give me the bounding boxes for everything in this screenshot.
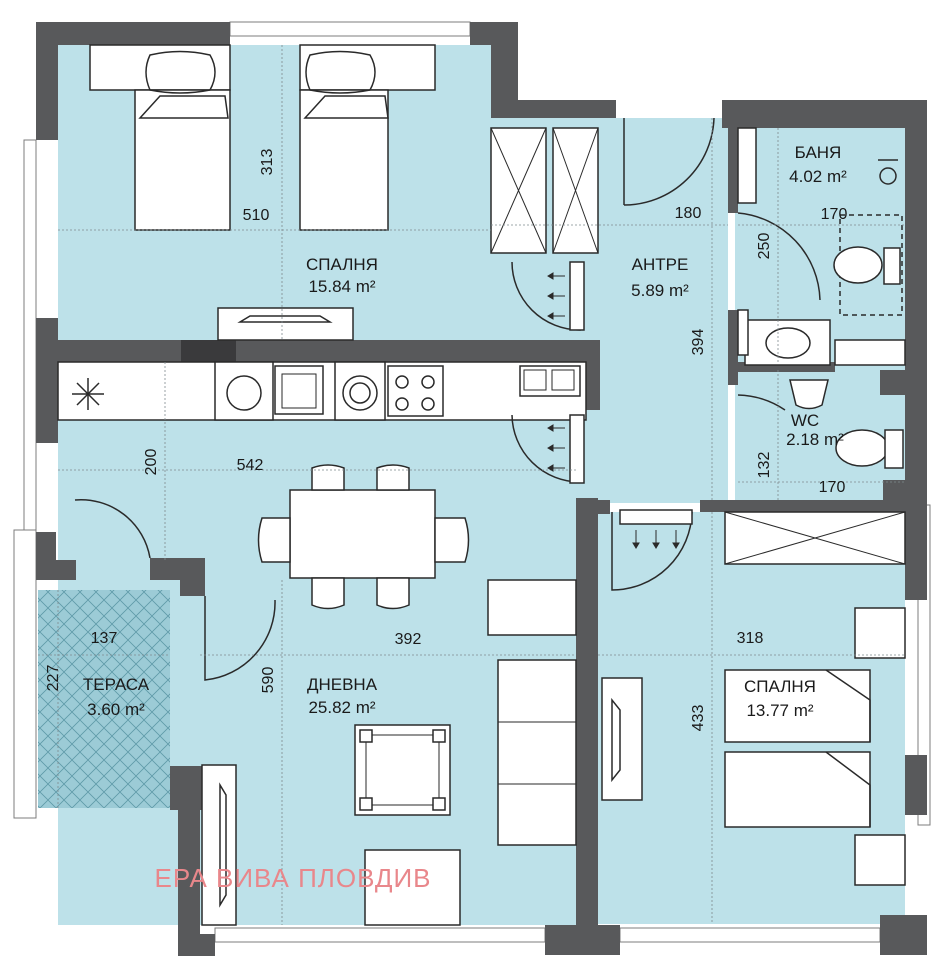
room-name-bedroom-2: СПАЛНЯ: [744, 677, 816, 696]
room-name-wc: WC: [791, 411, 819, 430]
dim-living-depth: 590: [260, 667, 277, 694]
window-left-lower: [13, 529, 37, 819]
snowflake-icon: [72, 378, 104, 410]
dim-wc-width: 170: [819, 479, 846, 496]
airflow-arrow-icon: [652, 530, 660, 549]
dimension-lines: [38, 45, 905, 925]
airflow-arrow-icon: [547, 272, 565, 280]
room-area-hall: 5.89 m²: [631, 281, 689, 300]
coffee-table: [354, 724, 451, 816]
dim-terrace-width: 137: [91, 630, 118, 647]
airflow-arrow-icon: [547, 444, 565, 452]
dim-terrace-depth: 227: [45, 665, 62, 692]
airflow-arrow-icon: [547, 312, 565, 320]
dim-kitchen-width: 542: [237, 457, 264, 474]
airflow-arrow-icon: [672, 530, 680, 549]
window-top: [229, 21, 471, 37]
room-area-bedroom-2: 13.77 m²: [746, 701, 813, 720]
windows: [13, 21, 931, 943]
bathroom-fixtures: [737, 127, 906, 366]
window-bottom: [214, 927, 546, 943]
floor-terrace: [38, 590, 170, 808]
dim-bath-depth: 250: [756, 233, 773, 260]
beds-bedroom-1: [89, 44, 436, 231]
kitchen-counter: [57, 361, 587, 421]
room-area-terrace: 3.60 m²: [87, 700, 145, 719]
tv-unit-living: [201, 764, 237, 926]
airflow-arrow-icon: [632, 530, 640, 549]
window-bottom-right: [619, 927, 881, 943]
dining-table: [257, 464, 470, 610]
walls: [36, 22, 927, 956]
wardrobes: [490, 127, 599, 254]
dim-bath-width: 170: [821, 206, 848, 223]
room-name-bedroom-1: СПАЛНЯ: [306, 255, 378, 274]
room-area-living: 25.82 m²: [308, 698, 375, 717]
ac-units: [569, 261, 693, 525]
beds-bedroom-2: [724, 607, 906, 886]
dim-bed2-depth: 433: [690, 705, 707, 732]
room-name-terrace: ТЕРАСА: [83, 675, 150, 694]
airflow-arrow-icon: [547, 424, 565, 432]
tv-unit-bedroom-2: [601, 677, 643, 801]
dim-wc-depth: 132: [756, 452, 773, 479]
room-name-hall: АНТРЕ: [632, 255, 689, 274]
dim-living-width: 392: [395, 631, 422, 648]
floor-bedroom-1: [58, 45, 491, 347]
dim-hall-length: 394: [690, 329, 707, 356]
room-name-living: ДНЕВНА: [307, 675, 378, 694]
room-area-bathroom: 4.02 m²: [789, 167, 847, 186]
dim-hall-width: 180: [675, 205, 702, 222]
airflow-arrow-icon: [547, 464, 565, 472]
watermark: ЕРА ВИВА ПЛОВДИВ: [155, 863, 432, 893]
room-area-bedroom-1: 15.84 m²: [308, 277, 375, 296]
tv-unit-bedroom-1: [217, 307, 354, 341]
sofa: [364, 579, 577, 926]
wc-fixtures: [789, 379, 904, 469]
dim-bed1-width: 510: [243, 207, 270, 224]
dim-bed2-width: 318: [737, 630, 764, 647]
room-area-wc: 2.18 m²: [786, 430, 844, 449]
wardrobe-bedroom-2: [724, 511, 906, 565]
window-left: [23, 139, 37, 531]
shower-head-icon: [878, 159, 898, 185]
dim-kitchen-depth: 200: [143, 449, 160, 476]
room-name-bathroom: БАНЯ: [795, 143, 842, 162]
dim-bed1-depth: 313: [259, 149, 276, 176]
airflow-arrow-icon: [547, 292, 565, 300]
